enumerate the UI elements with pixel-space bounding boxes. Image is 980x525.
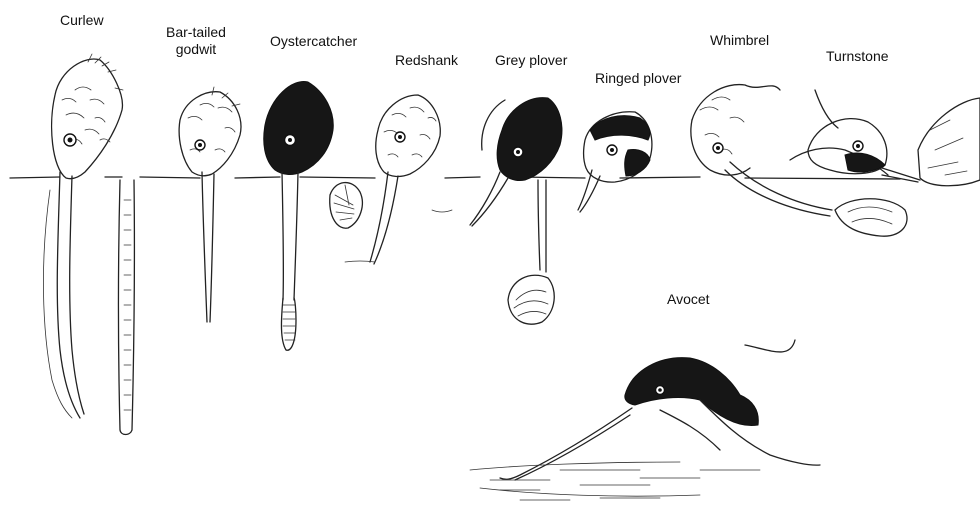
ringed-plover-drawing	[578, 112, 652, 212]
label-grey-plover: Grey plover	[495, 52, 567, 69]
label-ringed-plover: Ringed plover	[595, 70, 681, 87]
label-oystercatcher: Oystercatcher	[270, 33, 357, 50]
label-whimbrel: Whimbrel	[710, 32, 769, 49]
label-redshank: Redshank	[395, 52, 458, 69]
mud-surface-line	[10, 177, 900, 179]
turnstone-drawing	[790, 90, 980, 186]
bar-tailed-godwit-drawing	[179, 87, 241, 322]
grey-plover-drawing	[470, 98, 562, 325]
redshank-drawing	[345, 95, 452, 264]
oystercatcher-drawing	[264, 81, 363, 350]
label-bar-tailed-godwit-line-1: Bar-tailed	[166, 24, 226, 41]
avocet-drawing	[470, 340, 820, 500]
label-avocet: Avocet	[667, 291, 710, 308]
label-turnstone: Turnstone	[826, 48, 889, 65]
curlew-drawing	[43, 54, 134, 435]
label-bar-tailed-godwit-line-2: godwit	[166, 41, 226, 58]
label-curlew: Curlew	[60, 12, 104, 29]
